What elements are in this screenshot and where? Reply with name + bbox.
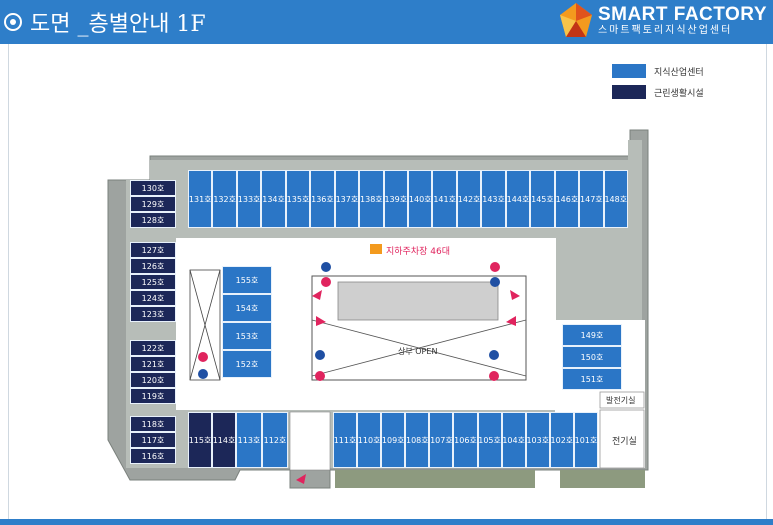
legend-label: 근린생활시설 (654, 88, 704, 99)
room-136[interactable]: 136호 (310, 170, 335, 228)
room-137[interactable]: 137호 (334, 170, 360, 228)
room-104[interactable]: 104호 (501, 412, 526, 468)
room-134[interactable]: 134호 (261, 170, 286, 228)
room-129[interactable]: 129호 (130, 196, 176, 212)
legend: 지식산업센터 근린생활시설 (612, 64, 704, 106)
room-119[interactable]: 119호 (130, 388, 176, 404)
room-138[interactable]: 138호 (359, 170, 384, 228)
open-label: 상부 OPEN (398, 347, 438, 356)
room-147[interactable]: 147호 (579, 170, 604, 228)
room-109[interactable]: 109호 (381, 412, 406, 468)
brand: SMART FACTORY 스마트팩토리지식산업센터 (558, 1, 767, 41)
room-116[interactable]: 116호 (130, 448, 176, 464)
room-106[interactable]: 106호 (453, 412, 478, 468)
smart-factory-logo-icon (559, 3, 592, 37)
room-107[interactable]: 107호 (429, 412, 454, 468)
footer-bar (0, 519, 773, 525)
room-115[interactable]: 115호 (188, 412, 212, 468)
room-122[interactable]: 122호 (130, 340, 176, 356)
header-bar: 도면 _층별안내 1F SMART FACTORY 스마트팩토리지식산업센터 (0, 0, 773, 44)
brand-subtitle: 스마트팩토리지식산업센터 (597, 25, 733, 36)
room-139[interactable]: 139호 (383, 170, 408, 228)
room-142[interactable]: 142호 (456, 170, 482, 228)
room-141[interactable]: 141호 (432, 170, 457, 228)
room-130[interactable]: 130호 (130, 180, 176, 196)
page-title-text: 도면 _층별안내 1F (30, 12, 206, 37)
room-127[interactable]: 127호 (130, 242, 176, 258)
room-152[interactable]: 152호 (222, 350, 272, 378)
room-120[interactable]: 120호 (130, 372, 176, 388)
room-102[interactable]: 102호 (549, 412, 574, 468)
room-101[interactable]: 101호 (573, 412, 598, 468)
room-140[interactable]: 140호 (408, 170, 433, 228)
target-circle-icon (4, 13, 22, 31)
generator-room-label: 발전기실 (606, 396, 636, 405)
room-155[interactable]: 155호 (222, 266, 272, 294)
room-123[interactable]: 123호 (130, 306, 176, 322)
room-103[interactable]: 103호 (525, 412, 550, 468)
room-111[interactable]: 111호 (333, 412, 358, 468)
room-143[interactable]: 143호 (481, 170, 506, 228)
room-124[interactable]: 124호 (130, 290, 176, 306)
room-133[interactable]: 133호 (236, 170, 262, 228)
brand-name: SMART FACTORY (597, 4, 767, 25)
room-148[interactable]: 148호 (603, 170, 628, 228)
page-title: 도면 _층별안내 1F (4, 6, 206, 38)
legend-item-knowledge-center: 지식산업센터 (612, 64, 704, 78)
room-110[interactable]: 110호 (357, 412, 382, 468)
room-112[interactable]: 112호 (262, 412, 288, 468)
room-144[interactable]: 144호 (505, 170, 531, 228)
room-145[interactable]: 145호 (530, 170, 555, 228)
room-154[interactable]: 154호 (222, 294, 272, 322)
room-117[interactable]: 117호 (130, 432, 176, 448)
room-118[interactable]: 118호 (130, 416, 176, 432)
room-113[interactable]: 113호 (236, 412, 262, 468)
legend-label: 지식산업센터 (654, 67, 704, 78)
electrical-room-label: 전기실 (612, 437, 637, 447)
legend-swatch-knowledge-center (612, 64, 646, 78)
legend-swatch-neighborhood (612, 85, 646, 99)
room-132[interactable]: 132호 (212, 170, 237, 228)
room-121[interactable]: 121호 (130, 356, 176, 372)
room-128[interactable]: 128호 (130, 212, 176, 228)
room-149[interactable]: 149호 (562, 324, 622, 346)
room-125[interactable]: 125호 (130, 274, 176, 290)
room-131[interactable]: 131호 (188, 170, 213, 228)
room-126[interactable]: 126호 (130, 258, 176, 274)
room-153[interactable]: 153호 (222, 322, 272, 350)
room-105[interactable]: 105호 (477, 412, 502, 468)
room-150[interactable]: 150호 (562, 346, 622, 368)
room-135[interactable]: 135호 (285, 170, 311, 228)
parking-label: 지하주차장 46대 (386, 247, 450, 257)
legend-item-neighborhood: 근린생활시설 (612, 85, 704, 99)
room-146[interactable]: 146호 (554, 170, 580, 228)
room-114[interactable]: 114호 (212, 412, 236, 468)
room-108[interactable]: 108호 (405, 412, 430, 468)
room-151[interactable]: 151호 (562, 368, 622, 390)
